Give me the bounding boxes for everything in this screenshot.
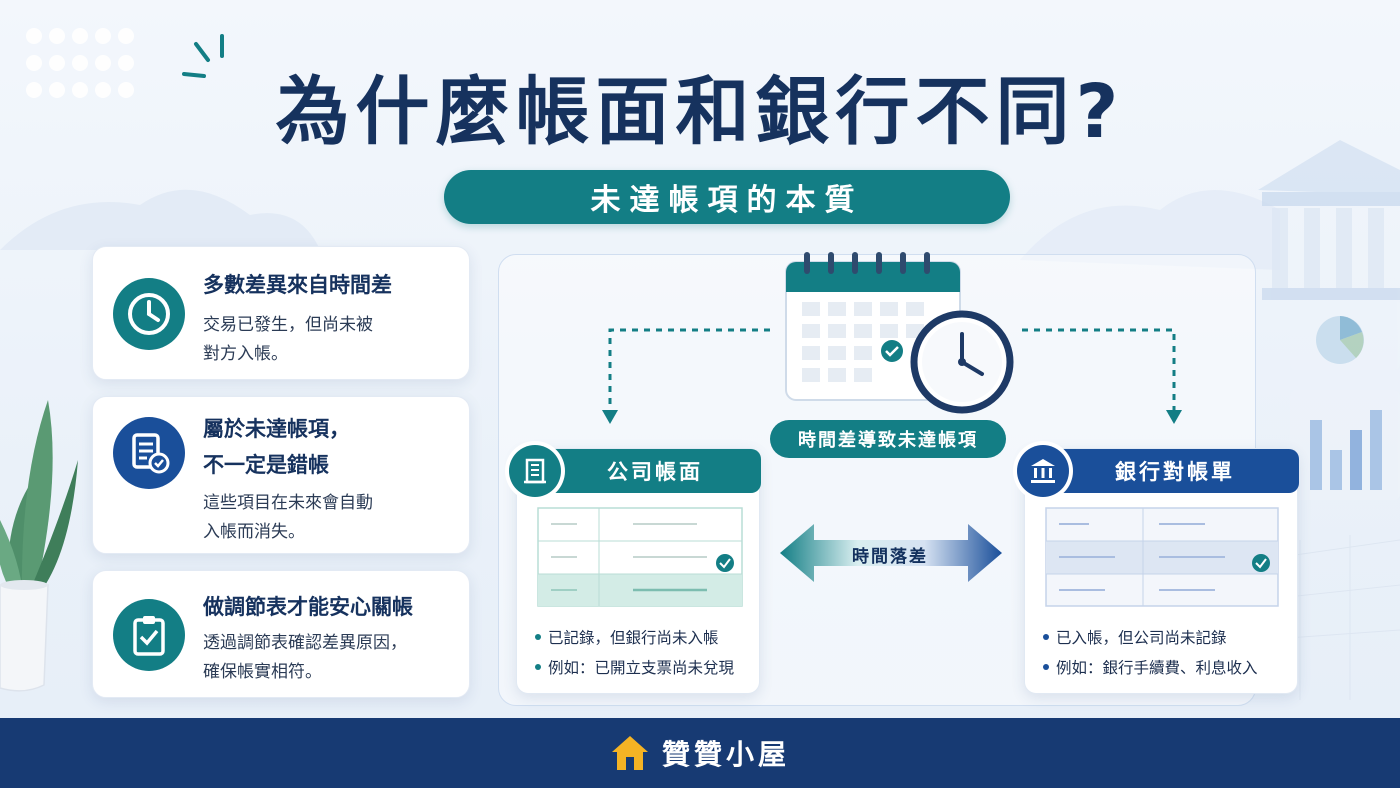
company-ledger-title: 公司帳面	[607, 460, 703, 484]
card-not-error: 屬於未達帳項， 不一定是錯帳 這些項目在未來會自動 入帳而消失。	[92, 396, 470, 554]
calendar-clock-illustration	[602, 252, 1182, 424]
card-body-line: 交易已發生，但尚未被	[203, 315, 373, 335]
bank-statement-title: 銀行對帳單	[1115, 460, 1235, 484]
bank-statement-header: 銀行對帳單	[1033, 449, 1299, 493]
bank-icon	[1013, 441, 1073, 501]
card-title: 做調節表才能安心關帳	[203, 595, 413, 619]
clock-illustration	[910, 310, 1014, 414]
time-lag-double-arrow	[780, 524, 1002, 582]
bank-bullet: 例如：銀行手續費、利息收入	[1043, 657, 1258, 679]
dashboard-decoration	[1290, 300, 1400, 500]
card-body-line: 透過調節表確認差異原因，	[203, 633, 407, 653]
card-body-line: 這些項目在未來會自動	[203, 493, 373, 513]
company-ledger-header: 公司帳面	[525, 449, 761, 493]
dashed-arrow-left	[602, 328, 770, 424]
company-ledger-card: 公司帳面 已記錄，但銀行尚未入帳 例如：已開立支票尚未兌現	[505, 441, 761, 694]
footer-brand: 贊贊小屋	[661, 738, 790, 771]
time-difference-caption: 時間差導致未達帳項	[770, 420, 1006, 458]
card-reconciliation: 做調節表才能安心關帳 透過調節表確認差異原因， 確保帳實相符。	[92, 570, 470, 698]
bank-statement-table	[1045, 507, 1279, 607]
company-bullet: 例如：已開立支票尚未兌現	[535, 657, 734, 679]
time-lag-label: 時間落差	[852, 547, 928, 567]
card-title: 屬於未達帳項，	[203, 417, 350, 441]
card-body-line: 確保帳實相符。	[203, 662, 322, 682]
dashed-arrow-right	[1022, 328, 1182, 424]
document-check-icon	[113, 417, 185, 489]
clipboard-check-icon	[113, 599, 185, 671]
footer-bar: 贊贊小屋	[0, 718, 1400, 788]
house-icon	[611, 736, 648, 770]
bank-building-decoration	[1258, 140, 1400, 300]
company-bullet: 已記錄，但銀行尚未入帳	[535, 627, 719, 649]
bank-statement-card: 銀行對帳單 已入帳，但公司尚未記錄 例如：銀行手續費、利息收入	[1013, 441, 1299, 694]
card-body-line: 對方入帳。	[203, 344, 288, 364]
card-body-line: 入帳而消失。	[203, 522, 305, 542]
card-title: 多數差異來自時間差	[203, 273, 392, 297]
subtitle-pill: 未達帳項的本質	[444, 170, 1010, 224]
building-icon	[505, 441, 565, 501]
bank-bullet: 已入帳，但公司尚未記錄	[1043, 627, 1227, 649]
card-title: 不一定是錯帳	[203, 453, 329, 477]
page-title: 為什麼帳面和銀行不同?	[275, 69, 1125, 155]
company-ledger-table	[537, 507, 743, 607]
card-time-difference: 多數差異來自時間差 交易已發生，但尚未被 對方入帳。	[92, 246, 470, 380]
clock-icon	[113, 278, 185, 350]
calendar-icon	[785, 252, 961, 401]
potted-plant-decoration	[0, 400, 78, 692]
